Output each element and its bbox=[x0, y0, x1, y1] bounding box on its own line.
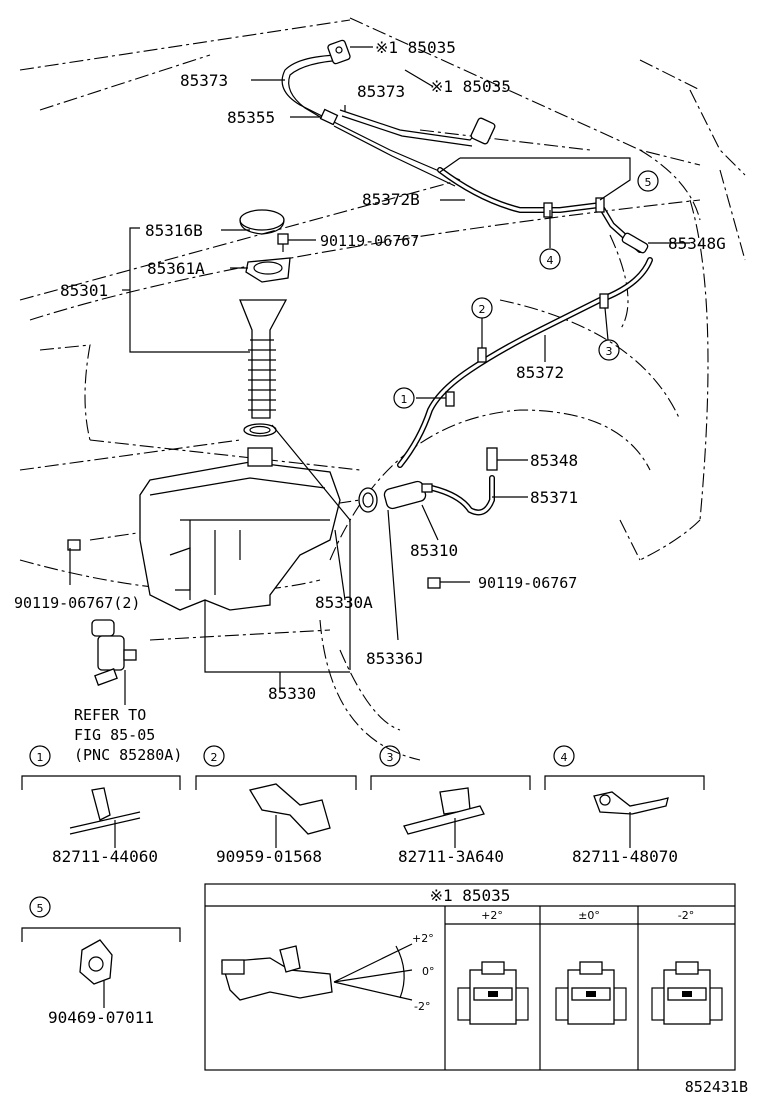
callout-5: 5 bbox=[637, 170, 659, 192]
callout-4-text: 4 bbox=[547, 254, 554, 267]
callout-1: 1 bbox=[393, 387, 415, 409]
refer-line-3: (PNC 85280A) bbox=[74, 746, 182, 764]
label-85372B: 85372B bbox=[362, 190, 420, 209]
label-85301: 85301 bbox=[60, 281, 108, 300]
column-plus2: +2° bbox=[481, 909, 503, 922]
adjustment-table: ※1 85035 +2° ±0° -2° +2° 0° -2° bbox=[204, 883, 736, 1071]
label-85336J: 85336J bbox=[366, 649, 424, 668]
refer-line-1: REFER TO bbox=[74, 706, 146, 724]
refer-line-2: FIG 85-05 bbox=[74, 726, 155, 744]
washer-hoses bbox=[281, 54, 653, 516]
label-90119-upper: 90119-06767 bbox=[320, 232, 419, 250]
label-85372: 85372 bbox=[516, 363, 564, 382]
callout-2-text: 2 bbox=[479, 303, 486, 316]
angle-zero: 0° bbox=[422, 965, 435, 978]
label-85371: 85371 bbox=[530, 488, 578, 507]
bolt-90119-upper bbox=[277, 233, 289, 252]
detail-2-num: 2 bbox=[211, 751, 218, 764]
label-85348: 85348 bbox=[530, 451, 578, 470]
part-labels: ※1 85035 85373 85373 ※1 85035 85355 8537… bbox=[14, 38, 726, 764]
label-85348G: 85348G bbox=[668, 234, 726, 253]
angle-minus2: -2° bbox=[414, 1000, 430, 1013]
washer-cap-85316B bbox=[239, 209, 285, 235]
nozzle-state-plus2 bbox=[457, 961, 529, 1025]
callout-3-text: 3 bbox=[606, 345, 613, 358]
nozzle-spray-illustration: +2° 0° -2° bbox=[221, 932, 435, 1013]
callout-2: 2 bbox=[471, 297, 493, 319]
label-85310: 85310 bbox=[410, 541, 458, 560]
detail-4: 4 82711-48070 bbox=[544, 745, 705, 866]
label-85035-b: ※1 85035 bbox=[430, 77, 511, 96]
label-85361A: 85361A bbox=[147, 259, 205, 278]
figure-id: 852431B bbox=[685, 1078, 748, 1096]
detail-3-num: 3 bbox=[387, 751, 394, 764]
callout-5-text: 5 bbox=[645, 176, 652, 189]
detail-3-part: 82711-3A640 bbox=[398, 847, 504, 866]
check-valve-85348 bbox=[486, 447, 498, 471]
washer-pump-85310 bbox=[383, 480, 433, 510]
detail-5: 5 90469-07011 bbox=[21, 896, 181, 1027]
detail-2: 2 90959-01568 bbox=[195, 745, 357, 866]
detail-1: 1 82711-44060 bbox=[21, 745, 181, 866]
label-85035-a: ※1 85035 bbox=[375, 38, 456, 57]
seal-ring bbox=[243, 423, 277, 437]
adjustment-table-title: ※1 85035 bbox=[430, 886, 511, 905]
label-90119-lower: 90119-06767 bbox=[478, 574, 577, 592]
label-85373-b: 85373 bbox=[357, 82, 405, 101]
nozzle-state-minus2 bbox=[651, 961, 723, 1025]
detail-1-part: 82711-44060 bbox=[52, 847, 158, 866]
check-valve-85348G bbox=[621, 232, 649, 254]
nozzle-state-zero bbox=[555, 961, 627, 1025]
callout-3: 3 bbox=[598, 339, 620, 361]
detail-5-num: 5 bbox=[37, 902, 44, 915]
rear-washer-pump bbox=[91, 619, 137, 686]
label-85330: 85330 bbox=[268, 684, 316, 703]
label-85316B: 85316B bbox=[145, 221, 203, 240]
detail-5-part: 90469-07011 bbox=[48, 1008, 154, 1027]
bolt-90119-left bbox=[67, 539, 81, 551]
detail-2-part: 90959-01568 bbox=[216, 847, 322, 866]
washer-tank-85330 bbox=[139, 447, 341, 611]
label-85355: 85355 bbox=[227, 108, 275, 127]
callout-4: 4 bbox=[539, 248, 561, 270]
bracket-85361A bbox=[245, 257, 291, 283]
nozzle-85035-upper bbox=[327, 39, 351, 65]
detail-4-part: 82711-48070 bbox=[572, 847, 678, 866]
grommet-85336J bbox=[358, 487, 378, 513]
detail-4-num: 4 bbox=[561, 751, 568, 764]
leader-lines bbox=[69, 46, 690, 705]
nozzle-85035-lower bbox=[470, 117, 496, 145]
detail-3: 3 82711-3A640 bbox=[370, 745, 531, 866]
vehicle-body-outline bbox=[19, 17, 746, 761]
column-minus2: -2° bbox=[678, 909, 694, 922]
filler-neck-85301 bbox=[239, 299, 288, 419]
callout-1-text: 1 bbox=[401, 393, 408, 406]
angle-plus2: +2° bbox=[412, 932, 434, 945]
connector-85355 bbox=[319, 108, 339, 126]
bolt-90119-lower bbox=[427, 577, 441, 589]
label-85330A: 85330A bbox=[315, 593, 373, 612]
label-85373-a: 85373 bbox=[180, 71, 228, 90]
column-zero: ±0° bbox=[578, 909, 600, 922]
detail-1-num: 1 bbox=[37, 751, 44, 764]
label-90119-2: 90119-06767(2) bbox=[14, 594, 140, 612]
